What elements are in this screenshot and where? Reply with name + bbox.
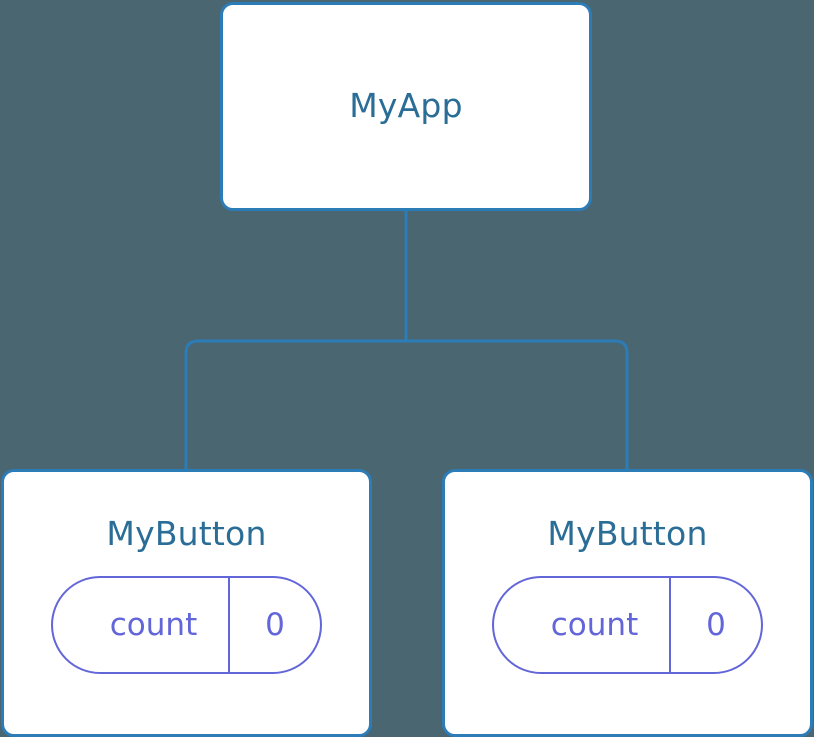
edge-root-to-child-2 <box>406 339 629 471</box>
edge-root-to-child-1 <box>184 339 406 471</box>
node-mybutton-1-title: MyButton <box>106 514 267 553</box>
state-pill-count-1[interactable]: count 0 <box>51 576 322 675</box>
state-pill-count-2-divider <box>669 578 671 673</box>
node-mybutton-1[interactable]: MyButton count 0 <box>1 469 372 737</box>
state-pill-count-1-key: count <box>109 606 198 643</box>
state-pill-count-2-value: 0 <box>706 606 726 643</box>
node-mybutton-2[interactable]: MyButton count 0 <box>442 469 813 737</box>
state-pill-count-1-divider <box>228 578 230 673</box>
node-myapp[interactable]: MyApp <box>220 2 592 211</box>
node-mybutton-2-title: MyButton <box>547 514 708 553</box>
node-myapp-title: MyApp <box>349 86 463 126</box>
state-pill-count-2[interactable]: count 0 <box>492 576 763 675</box>
state-pill-count-2-key: count <box>550 606 639 643</box>
state-pill-count-1-value: 0 <box>265 606 285 643</box>
